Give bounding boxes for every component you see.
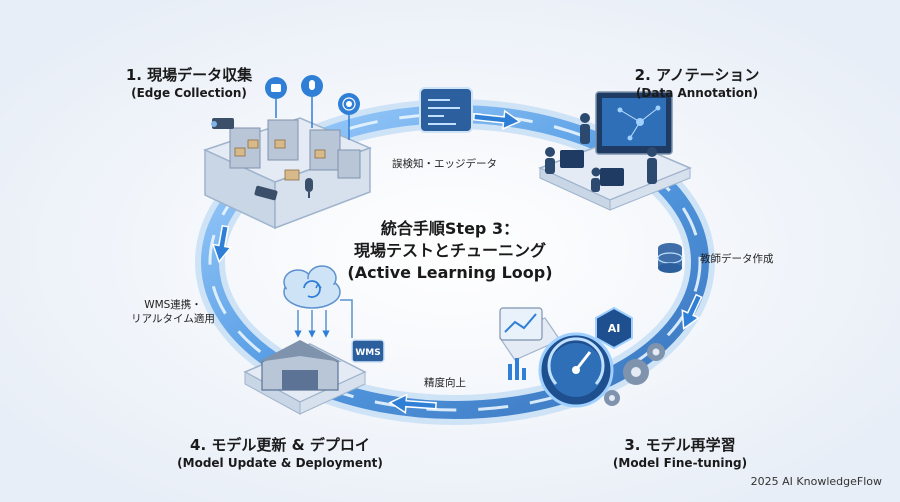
center-title-line1: 統合手順Step 3： <box>380 219 520 238</box>
fine-tuning-illustration: AI <box>499 306 665 408</box>
stage-2-subtitle: (Data Annotation) <box>635 86 759 100</box>
cloud-sync-icon <box>283 265 341 309</box>
photo-pin-icon <box>265 77 287 118</box>
stage-1-subtitle: (Edge Collection) <box>131 86 247 100</box>
edge-label-top: 誤検知・エッジデータ <box>392 158 497 170</box>
edge-label-left-line2: リアルタイム適用 <box>131 313 215 325</box>
camera-icon <box>211 118 234 129</box>
ai-badge-text: AI <box>608 322 621 335</box>
arrow-left-icon <box>211 224 233 264</box>
stage-4-label: 4. モデル更新 & デプロイ (Model Update & Deployme… <box>160 436 400 471</box>
database-icon <box>657 243 683 273</box>
person-icon <box>545 113 657 192</box>
desk-monitor-icon <box>560 150 624 186</box>
mic-pin-icon <box>301 75 323 128</box>
stage-1-title: 1. 現場データ収集 <box>125 66 253 84</box>
stage-3-label: 3. モデル再学習 (Model Fine-tuning) <box>590 436 770 471</box>
arrow-bottom-icon <box>388 393 437 415</box>
stage-2-title: 2. アノテーション <box>634 66 760 84</box>
stage-3-title: 3. モデル再学習 <box>624 436 736 454</box>
sync-arrows-icon <box>294 299 353 338</box>
gauge-icon <box>538 332 614 408</box>
arrow-top-icon <box>472 109 522 131</box>
arrow-right-icon <box>681 293 703 330</box>
stage-4-subtitle: (Model Update & Deployment) <box>177 456 383 470</box>
edge-label-left: WMS連携・ リアルタイム適用 <box>118 298 228 326</box>
stage-1-label: 1. 現場データ収集 (Edge Collection) <box>104 66 274 101</box>
code-card-icon <box>419 87 473 133</box>
gear-icon <box>604 343 665 406</box>
large-monitor-icon <box>595 91 673 155</box>
flow-arrows <box>211 109 703 415</box>
chart-card-icon <box>499 307 543 341</box>
edge-label-left-line1: WMS連携・ <box>144 299 202 311</box>
center-title: 統合手順Step 3： 現場テストとチューニング (Active Learnin… <box>300 218 600 284</box>
edge-label-bottom: 精度向上 <box>424 377 466 389</box>
annotation-illustration <box>538 91 692 211</box>
stage-2-label: 2. アノテーション (Data Annotation) <box>612 66 782 101</box>
center-title-line3: (Active Learning Loop) <box>347 263 553 282</box>
stage-3-subtitle: (Model Fine-tuning) <box>612 456 748 470</box>
wms-badge-icon: WMS <box>351 339 385 363</box>
microphone-icon <box>305 178 313 198</box>
stage-4-title: 4. モデル更新 & デプロイ <box>190 436 370 454</box>
deployment-illustration: WMS <box>243 265 385 415</box>
credit-text: 2025 AI KnowledgeFlow <box>750 475 882 488</box>
ai-brain-icon: AI <box>595 306 633 350</box>
wms-badge-text: WMS <box>355 348 380 358</box>
edge-label-right: 教師データ作成 <box>700 253 774 265</box>
camera-icon-2 <box>254 185 278 201</box>
bar-chart-icon <box>508 358 526 380</box>
signal-pin-icon <box>338 93 360 140</box>
center-title-line2: 現場テストとチューニング <box>353 241 546 260</box>
warehouse-icon <box>258 340 342 391</box>
edge-collection-illustration <box>202 75 373 230</box>
